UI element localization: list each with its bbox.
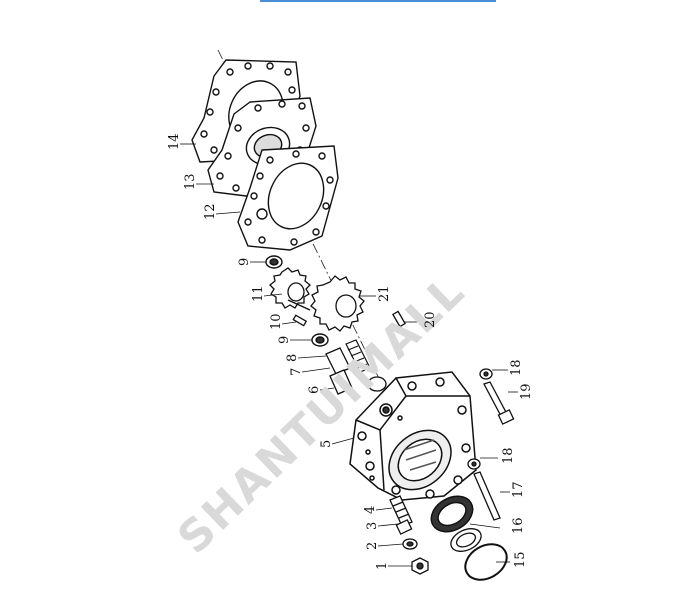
callout-1: 1 xyxy=(375,562,390,570)
callout-14: 14 xyxy=(167,133,182,150)
callout-7: 7 xyxy=(289,368,304,376)
callout-20: 20 xyxy=(423,311,438,328)
callout-21: 21 xyxy=(377,285,392,302)
callout-17: 17 xyxy=(511,481,526,498)
callout-18-lower: 18 xyxy=(501,447,516,464)
front-plate-12 xyxy=(237,145,339,251)
gear-11 xyxy=(269,267,311,311)
leader-lines xyxy=(180,143,518,567)
ring-9-lower xyxy=(311,333,329,347)
callout-11: 11 xyxy=(251,285,266,302)
bolt-3-4 xyxy=(389,495,413,535)
bolt-19 xyxy=(483,381,515,425)
callout-9-lower: 9 xyxy=(277,336,292,344)
callout-8: 8 xyxy=(285,354,300,362)
callout-13: 13 xyxy=(183,173,198,190)
callout-9-upper: 9 xyxy=(237,258,252,266)
callout-5: 5 xyxy=(319,440,334,448)
callout-3: 3 xyxy=(365,522,380,530)
pin-20 xyxy=(392,310,406,328)
bolt-17 xyxy=(473,471,501,521)
callout-15: 15 xyxy=(513,551,528,568)
pin-10 xyxy=(292,314,308,327)
callout-6: 6 xyxy=(307,386,322,394)
gear-21 xyxy=(310,275,365,332)
callout-16: 16 xyxy=(511,517,526,534)
oil-seal-16 xyxy=(430,495,474,533)
washer-18-upper xyxy=(479,368,493,380)
callout-12: 12 xyxy=(203,203,218,220)
pump-body-5 xyxy=(349,371,477,501)
washer-2 xyxy=(402,538,418,550)
spring-7 xyxy=(345,339,371,373)
retaining-ring-16b xyxy=(450,528,482,552)
callout-18-upper: 18 xyxy=(509,359,524,376)
sleeve-6 xyxy=(329,369,387,395)
callout-10: 10 xyxy=(269,313,284,330)
callout-19: 19 xyxy=(519,383,534,400)
ring-9-upper xyxy=(265,255,283,269)
callout-2: 2 xyxy=(365,542,380,550)
nut-1 xyxy=(411,557,429,575)
washer-18-lower xyxy=(467,458,481,470)
callout-4: 4 xyxy=(363,506,378,514)
top-accent-bar xyxy=(260,0,496,2)
snap-ring-15 xyxy=(464,543,508,581)
shaft-sleeve-8 xyxy=(325,347,351,375)
